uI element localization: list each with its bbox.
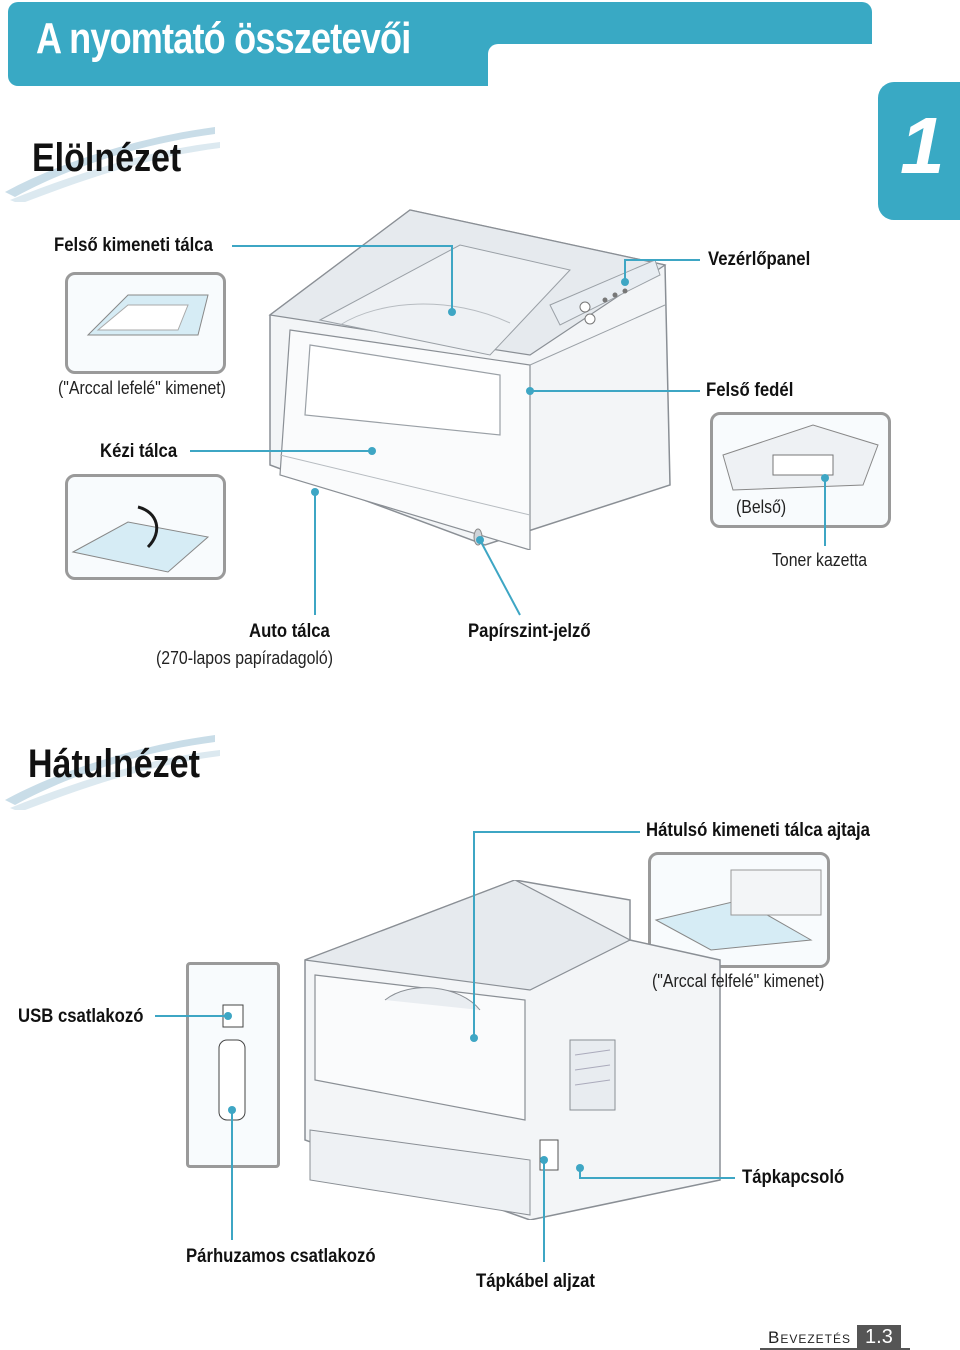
- footer-rule: [760, 1348, 910, 1350]
- top-cover-label: Felső fedél: [706, 380, 794, 401]
- rear-door-label: Hátulsó kimeneti tálca ajtaja: [646, 820, 870, 841]
- footer: Bevezetés 1.3: [768, 1325, 901, 1350]
- auto-tray-label: Auto tálca: [249, 621, 330, 642]
- rear-section-title: Hátulnézet: [28, 742, 200, 786]
- printer-front-illustration: [268, 209, 671, 550]
- front-callouts: [190, 245, 829, 616]
- top-output-label: Felső kimeneti tálca: [54, 235, 213, 256]
- banner-notch: [488, 44, 878, 94]
- power-socket-label: Tápkábel aljzat: [476, 1271, 595, 1292]
- top-output-sub-label: ("Arccal lefelé" kimenet): [58, 378, 226, 398]
- parallel-label: Párhuzamos csatlakozó: [186, 1246, 376, 1267]
- inside-label: (Belső): [736, 497, 787, 517]
- rear-door-inset: [648, 852, 830, 968]
- toner-label: Toner kazetta: [772, 550, 868, 570]
- manual-tray-inset: [65, 474, 226, 580]
- auto-tray-sub-label: (270-lapos papíradagoló): [156, 648, 334, 668]
- rear-swoosh: [5, 735, 220, 810]
- power-switch-label: Tápkapcsoló: [742, 1167, 845, 1188]
- footer-section: Bevezetés: [768, 1327, 852, 1347]
- chapter-number: 1: [900, 101, 945, 190]
- rear-door-sub-label: ("Arccal felfelé" kimenet): [652, 971, 825, 991]
- control-panel-label: Vezérlőpanel: [708, 249, 811, 270]
- usb-label: USB csatlakozó: [18, 1006, 144, 1027]
- printer-rear-illustration: [304, 880, 721, 1220]
- top-cover-inset: [710, 412, 891, 528]
- manual-tray-label: Kézi tálca: [100, 441, 178, 462]
- page-title: A nyomtató összetevői: [36, 14, 411, 63]
- footer-page-number: 1.3: [857, 1325, 901, 1350]
- chapter-tab: [878, 82, 960, 220]
- top-output-inset: [65, 272, 226, 374]
- front-swoosh: [5, 127, 220, 202]
- paper-level-label: Papírszint-jelző: [468, 621, 591, 642]
- front-section-title: Elölnézet: [32, 136, 182, 180]
